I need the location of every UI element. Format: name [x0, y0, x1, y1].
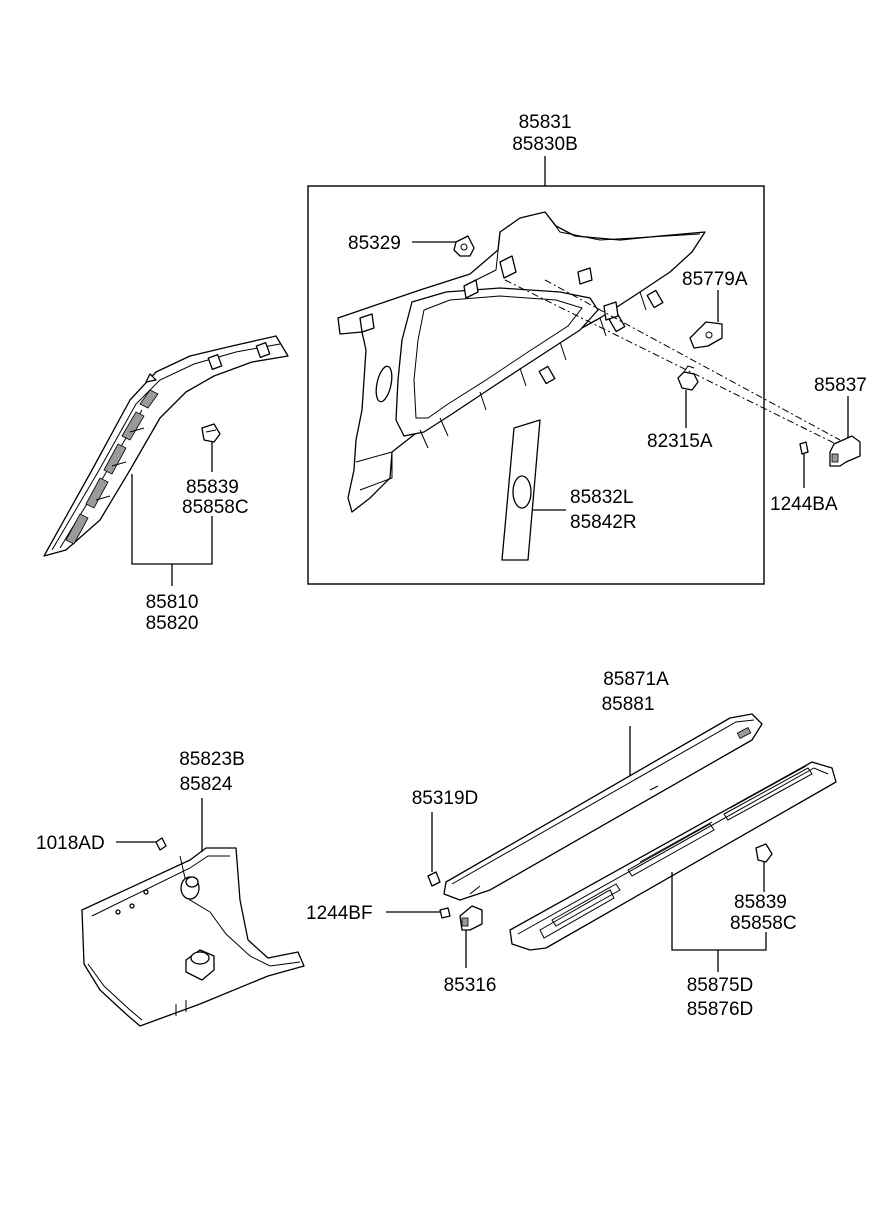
label-85316: 85316 — [444, 975, 497, 996]
clip-82315a-shape — [677, 365, 699, 391]
label-85839-pillar: 85839 — [186, 477, 239, 498]
label-85871a: 85871A — [603, 669, 669, 690]
label-85842r: 85842R — [570, 512, 637, 533]
label-85810: 85810 — [146, 592, 199, 613]
screw-1018ad-shape — [155, 837, 167, 851]
step-bracket-leader — [671, 872, 767, 972]
label-85830b: 85830B — [512, 134, 578, 155]
label-85858c-pillar: 85858C — [182, 497, 249, 518]
label-85329: 85329 — [348, 233, 401, 254]
centerline — [504, 279, 837, 445]
pillar-bracket-leader — [131, 474, 213, 586]
label-1244bf: 1244BF — [306, 903, 373, 924]
centerline-2 — [544, 279, 841, 441]
label-85824: 85824 — [180, 774, 233, 795]
label-85839-step: 85839 — [734, 892, 787, 913]
step-plate-shape — [509, 761, 837, 951]
label-82315a: 82315A — [647, 431, 713, 452]
quarter-trim-group — [307, 156, 841, 585]
bracket-85837-shape — [829, 435, 861, 467]
clip-85319d-shape — [427, 871, 441, 887]
label-85876d: 85876D — [687, 999, 754, 1020]
label-1018ad: 1018AD — [36, 833, 105, 854]
label-85858c-step: 85858C — [730, 913, 797, 934]
label-85823b: 85823B — [179, 749, 245, 770]
label-85820: 85820 — [146, 613, 199, 634]
cowl-trim-shape — [81, 847, 305, 1027]
label-85875d: 85875D — [687, 975, 754, 996]
quarter-trim-panel — [337, 211, 706, 513]
label-85881: 85881 — [602, 694, 655, 715]
label-85831: 85831 — [519, 112, 572, 133]
label-85779a: 85779A — [682, 269, 748, 290]
screw-1244bf-shape — [439, 907, 451, 919]
label-1244ba: 1244BA — [770, 494, 838, 515]
clip-85329-shape — [453, 235, 475, 257]
step-clip-shape — [755, 843, 773, 863]
cover-plate-shape — [501, 419, 541, 561]
label-85832l: 85832L — [570, 487, 633, 508]
label-85837: 85837 — [814, 375, 867, 396]
screw-1244ba-shape — [799, 441, 809, 455]
bracket-85316-shape — [459, 905, 483, 931]
pillar-clip-shape — [201, 423, 221, 443]
clip-85779a-shape — [689, 321, 723, 349]
pillar-trim-shape — [43, 335, 289, 557]
quarter-trim-frame — [307, 185, 765, 585]
label-85319d: 85319D — [412, 788, 479, 809]
scuff-trim-shape — [443, 713, 763, 901]
